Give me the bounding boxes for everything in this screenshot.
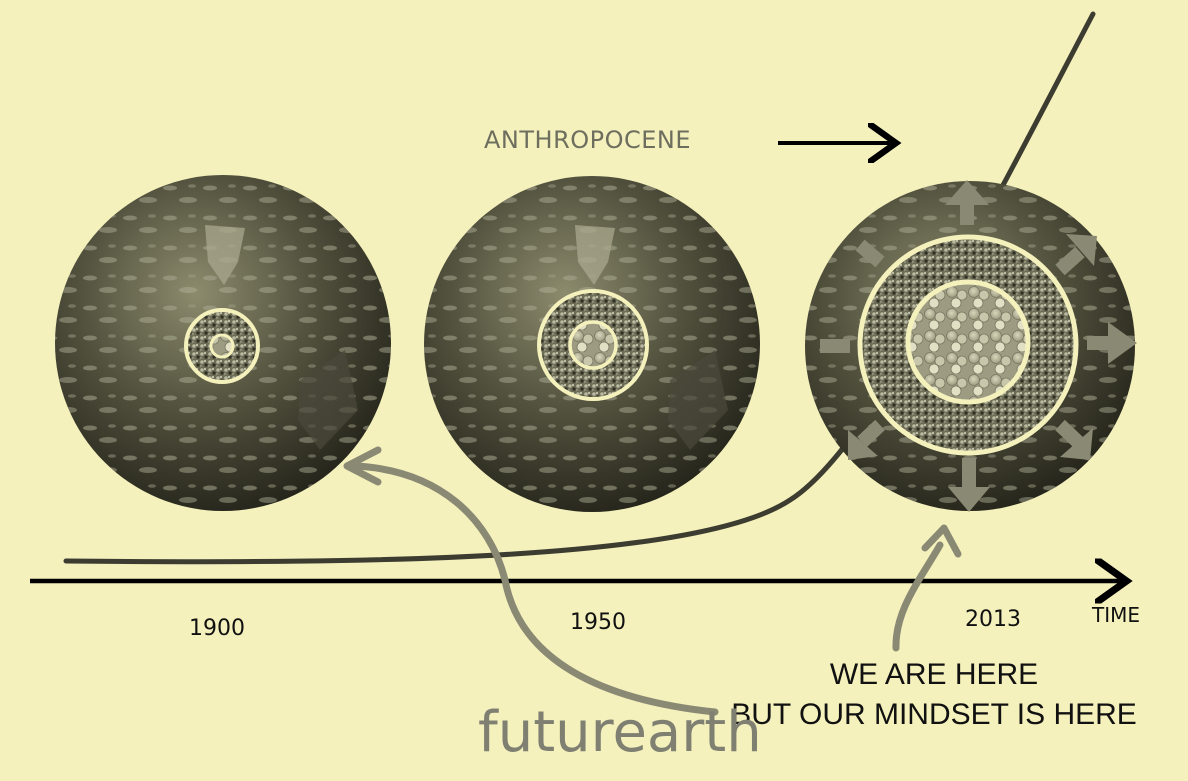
- year-label-1950: 1950: [570, 610, 626, 635]
- mindset-arrow: [355, 466, 715, 712]
- globe-1950: [424, 176, 760, 512]
- coins-ring: [211, 335, 233, 357]
- globe-2013: [805, 180, 1137, 512]
- coins-ring: [570, 322, 616, 368]
- anthropocene-label: ANTHROPOCENE: [484, 126, 691, 154]
- year-label-1900: 1900: [189, 616, 245, 641]
- caption: WE ARE HERE BUT OUR MINDSET IS HERE: [704, 655, 1164, 735]
- caption-mindset: BUT OUR MINDSET IS HERE: [704, 695, 1164, 735]
- caption-we-are-here: WE ARE HERE: [704, 655, 1164, 695]
- here-arrow-head: [925, 528, 958, 554]
- globe-1900: [55, 175, 391, 511]
- year-label-2013: 2013: [965, 607, 1021, 632]
- time-axis-label: TIME: [1092, 603, 1140, 627]
- here-arrow: [896, 545, 940, 648]
- coins-ring: [908, 282, 1028, 402]
- futurearth-logo: futurearth: [478, 700, 762, 765]
